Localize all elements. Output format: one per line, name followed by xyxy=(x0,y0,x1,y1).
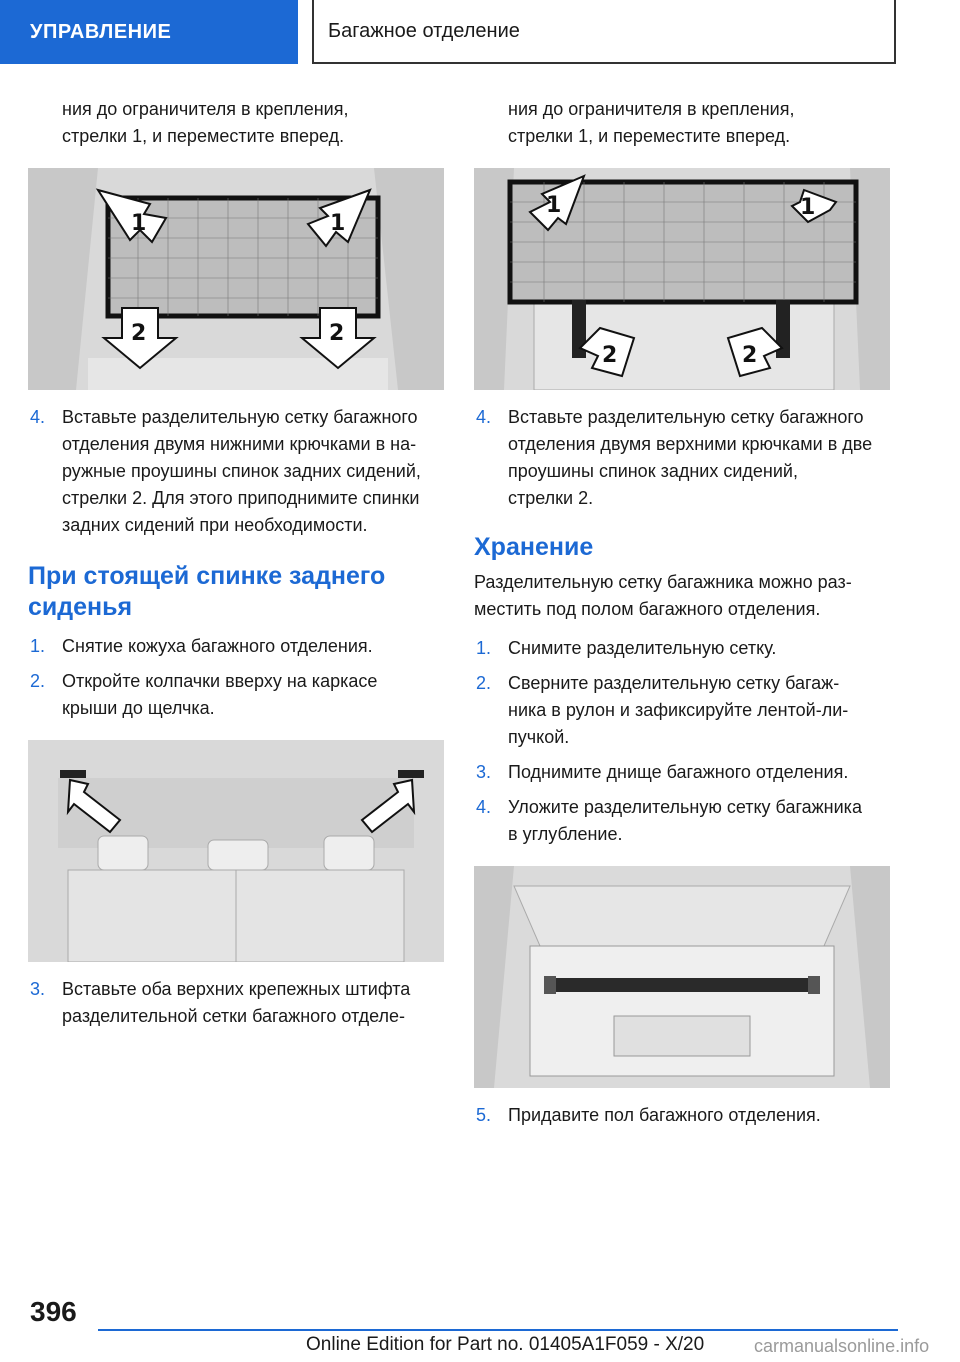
section-heading-upright-seat: При стоящей спинке заднего сиденья xyxy=(28,561,446,623)
edition-text: Online Edition for Part no. 01405A1F059 … xyxy=(306,1334,705,1355)
left-step-2-line: Откройте колпачки вверху на каркасе xyxy=(62,671,378,691)
left-step-1-text: Снятие кожуха багажного отделения. xyxy=(62,636,373,656)
figure-net-upper-hooks: 1 1 2 2 xyxy=(474,168,890,390)
figure-storage-recess xyxy=(474,866,890,1088)
left-intro-line2: стрелки 1, и переместите вперед. xyxy=(62,126,345,146)
figure-roof-caps-drawing xyxy=(28,740,444,962)
right-step-3-text: Поднимите днище багажного отделения. xyxy=(508,762,849,782)
section-heading-line1: При стоящей спинке заднего xyxy=(28,562,386,590)
right-step-4-line: стрелки 2. xyxy=(508,488,594,508)
right-step-2-line: Сверните разделительную сетку багаж- xyxy=(508,673,840,693)
figure-net-upper-hooks-drawing: 1 1 2 2 xyxy=(474,168,890,390)
footer-divider xyxy=(98,1329,898,1331)
right-step-4: 4. Вставьте разделительную сетку багажно… xyxy=(474,404,892,512)
right-intro-line1: ния до ограничителя в крепления, xyxy=(508,99,795,119)
section-heading-storage: Хранение xyxy=(474,533,594,561)
right-intro-line2: стрелки 1, и переместите вперед. xyxy=(508,126,791,146)
left-step-3-number: 3. xyxy=(30,979,46,999)
left-step-3-line: разделительной сетки багажного отделе- xyxy=(62,1006,406,1026)
figure-net-lower-hooks-drawing: 1 1 2 2 xyxy=(28,168,444,390)
chapter-title: Багажное отделение xyxy=(328,19,520,42)
left-step-2-line: крыши до щелчка. xyxy=(62,698,215,718)
right-step-5-text: Придавите пол багажного отделения. xyxy=(508,1105,821,1125)
left-step-3: 3. Вставьте оба верхних крепежных штифта… xyxy=(28,976,446,1030)
right-step-2-number: 2. xyxy=(476,673,492,693)
section-title: УПРАВЛЕНИЕ xyxy=(30,20,172,43)
fig1-label-2b: 2 xyxy=(329,321,344,346)
fig3-label-2b: 2 xyxy=(742,343,757,368)
right-step-5-number: 5. xyxy=(476,1105,492,1125)
chapter-header: Багажное отделение xyxy=(312,0,896,64)
right-step-3: 3. Поднимите днище багажного отделения. xyxy=(474,759,892,786)
left-intro-line1: ния до ограничителя в крепления, xyxy=(62,99,349,119)
right-step-1-number: 1. xyxy=(476,638,492,658)
fig3-label-1a: 1 xyxy=(546,193,561,218)
storage-text-line1: Разделительную сетку багажника можно раз… xyxy=(474,572,852,592)
section-heading-line2: сиденья xyxy=(28,593,133,621)
right-step-2: 2. Сверните разделительную сетку багаж- … xyxy=(474,670,892,751)
left-step-2-number: 2. xyxy=(30,671,46,691)
section-tab: УПРАВЛЕНИЕ xyxy=(0,0,298,64)
storage-text-line2: местить под полом багажного отделения. xyxy=(474,599,821,619)
left-step-4-line: задних сидений при необходимости. xyxy=(62,515,368,535)
right-step-4-line: Вставьте разделительную сетку багажного xyxy=(508,407,864,427)
right-step-2-line: пучкой. xyxy=(508,727,570,747)
right-step-4-line: отделения двумя верхними крючками в две xyxy=(508,434,873,454)
left-column: ния до ограничителя в крепления, стрелки… xyxy=(28,96,446,1030)
left-step-2: 2. Откройте колпачки вверху на каркасе к… xyxy=(28,668,446,722)
right-step-5: 5. Придавите пол багажного отделения. xyxy=(474,1102,892,1129)
figure-net-lower-hooks: 1 1 2 2 xyxy=(28,168,444,390)
left-step-4-number: 4. xyxy=(30,407,46,427)
right-step-4b-line: в углубление. xyxy=(508,824,623,844)
watermark-text: carmanualsonline.info xyxy=(750,1336,930,1357)
left-step-1: 1. Снятие кожуха багажного отделения. xyxy=(28,633,446,660)
left-step-4: 4. Вставьте разделительную сетку багажно… xyxy=(28,404,446,539)
left-step-3-line: Вставьте оба верхних крепежных штифта xyxy=(62,979,411,999)
right-step-3-number: 3. xyxy=(476,762,492,782)
right-step-4-number: 4. xyxy=(476,407,492,427)
right-step-4-line: проушины спинок задних сидений, xyxy=(508,461,798,481)
left-step-1-number: 1. xyxy=(30,636,46,656)
right-step-1: 1. Снимите разделительную сетку. xyxy=(474,635,892,662)
right-step-1-text: Снимите разделительную сетку. xyxy=(508,638,777,658)
right-step-4b-number: 4. xyxy=(476,797,492,817)
right-step-2-line: ника в рулон и зафиксируйте лентой-ли- xyxy=(508,700,849,720)
fig1-label-1b: 1 xyxy=(330,211,345,236)
right-column: ния до ограничителя в крепления, стрелки… xyxy=(474,96,892,1129)
page-number: 396 xyxy=(30,1296,77,1327)
fig3-label-2a: 2 xyxy=(602,343,617,368)
left-step-4-line: Вставьте разделительную сетку багажного xyxy=(62,407,418,427)
left-step-4-line: отделения двумя нижними крючками в на- xyxy=(62,434,417,454)
fig1-label-1a: 1 xyxy=(131,211,146,236)
right-step-4b-line: Уложите разделительную сетку багажника xyxy=(508,797,862,817)
figure-roof-caps xyxy=(28,740,444,962)
fig1-label-2a: 2 xyxy=(131,321,146,346)
left-step-4-line: ружные проушины спинок задних сидений, xyxy=(62,461,421,481)
fig3-label-1b: 1 xyxy=(800,195,815,220)
right-step-4b: 4. Уложите разделительную сетку багажник… xyxy=(474,794,892,848)
left-step-4-line: стрелки 2. Для этого приподнимите спинки xyxy=(62,488,420,508)
figure-storage-recess-drawing xyxy=(474,866,890,1088)
